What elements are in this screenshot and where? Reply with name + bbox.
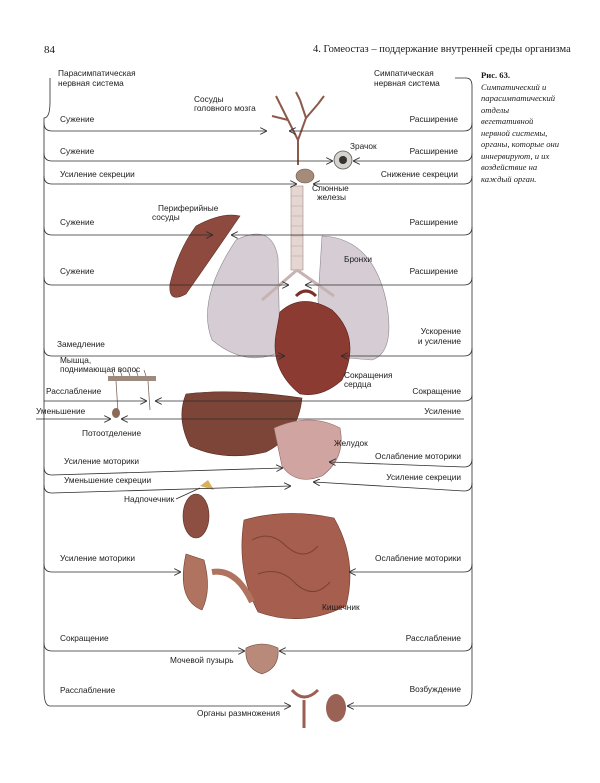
row1-right-label: Расширение	[410, 114, 459, 124]
row12-left-label: Сокращение	[60, 633, 109, 643]
parasympathetic-title-line1: Парасимпатическая	[58, 68, 136, 78]
row4-right-label: Расширение	[410, 217, 459, 227]
row9-right-label: Ослабление моторики	[375, 451, 461, 461]
running-header: 4. Гомеостаз – поддержание внутренней ср…	[313, 44, 571, 55]
row11-right-label: Ослабление моторики	[375, 553, 461, 563]
row2-right-label: Расширение	[410, 146, 459, 156]
sympathetic-trunk	[455, 77, 473, 707]
adrenal-kidney-illustration	[182, 480, 214, 539]
salivary-label-line2: железы	[317, 192, 346, 202]
parasympathetic-title-line2: нервная система	[58, 78, 124, 88]
row10-symp-arrow	[314, 482, 465, 492]
row9-left-label: Усиление моторики	[64, 456, 139, 466]
stomach-illustration	[273, 419, 342, 480]
row7-left-label: Расслабление	[46, 386, 102, 396]
row3-right-label: Снижение секреции	[381, 169, 459, 179]
row9-para-arrow	[51, 468, 282, 476]
row13-right-label: Возбуждение	[410, 684, 462, 694]
skin-hair-illustration	[108, 369, 156, 418]
intestines-illustration	[183, 513, 351, 620]
row6-left-label: Замедление	[57, 339, 105, 349]
row13-left-label: Расслабление	[60, 685, 116, 695]
heart-illustration	[274, 289, 351, 395]
reproductive-label: Органы размножения	[197, 708, 280, 718]
brain-vessels-label-line2: головного мозга	[194, 103, 256, 113]
parasympathetic-trunk	[43, 78, 53, 707]
hair-muscle-label-line2: поднимающая волос	[60, 364, 140, 374]
intestine-label: Кишечник	[322, 602, 360, 612]
row10-right-label: Усиление секреции	[386, 472, 461, 482]
pupil-illustration	[333, 150, 353, 170]
sweating-label: Потоотделение	[82, 428, 142, 438]
row6-right-label-line2: и усиление	[418, 336, 461, 346]
pupil-label: Зрачок	[350, 141, 377, 151]
row2-left-label: Сужение	[60, 146, 95, 156]
heart-label-line2: сердца	[344, 379, 372, 389]
heart-label-line1: Сокращения	[344, 370, 393, 380]
row3-left-label: Усиление секреции	[60, 169, 135, 179]
bronchi-label: Бронхи	[344, 254, 372, 264]
peripheral-vessels-label-line2: сосуды	[152, 212, 180, 222]
row4-left-label: Сужение	[60, 217, 95, 227]
salivary-label-line1: Слюнные	[312, 183, 349, 193]
figure-caption-text: Симпатический и парасимпатический отделы…	[481, 81, 560, 184]
row8-right-label: Усиление	[424, 406, 461, 416]
brain-vessels-illustration	[271, 91, 325, 165]
row1-left-label: Сужение	[60, 114, 95, 124]
row10-para-arrow	[51, 486, 290, 494]
trachea-illustration	[290, 185, 304, 271]
row12-right-label: Расслабление	[406, 633, 462, 643]
sympathetic-title-line1: Симпатическая	[374, 68, 434, 78]
page-number: 84	[44, 44, 55, 56]
peripheral-vessels-illustration	[169, 214, 241, 298]
row9-symp-arrow	[330, 462, 465, 468]
bladder-label: Мочевой пузырь	[170, 655, 234, 665]
row10-left-label: Уменьшение секреции	[64, 475, 152, 485]
reproductive-organs-illustration	[290, 688, 346, 728]
figure-caption: Рис. 63. Симпатический и парасимпатическ…	[481, 70, 563, 185]
brain-vessels-label-line1: Сосуды	[194, 94, 223, 104]
row7-right-label: Сокращение	[412, 386, 461, 396]
sympathetic-title-line2: нервная система	[374, 78, 440, 88]
peripheral-vessels-label-line1: Периферийные	[158, 203, 219, 213]
row6-right-label-line1: Ускорение	[421, 326, 462, 336]
stomach-label: Желудок	[334, 438, 368, 448]
bladder-illustration	[245, 643, 279, 675]
adrenal-pointer	[175, 487, 201, 500]
adrenal-label: Надпочечник	[124, 494, 175, 504]
figure-number: Рис. 63.	[481, 70, 511, 80]
hair-muscle-label-line1: Мышца,	[60, 355, 91, 365]
row11-left-label: Усиление моторики	[60, 553, 135, 563]
liver-illustration	[181, 391, 303, 457]
row5-right-label: Расширение	[410, 266, 459, 276]
row5-left-label: Сужение	[60, 266, 95, 276]
salivary-glands-illustration	[295, 168, 315, 184]
row8-left-label: Уменьшение	[36, 406, 86, 416]
